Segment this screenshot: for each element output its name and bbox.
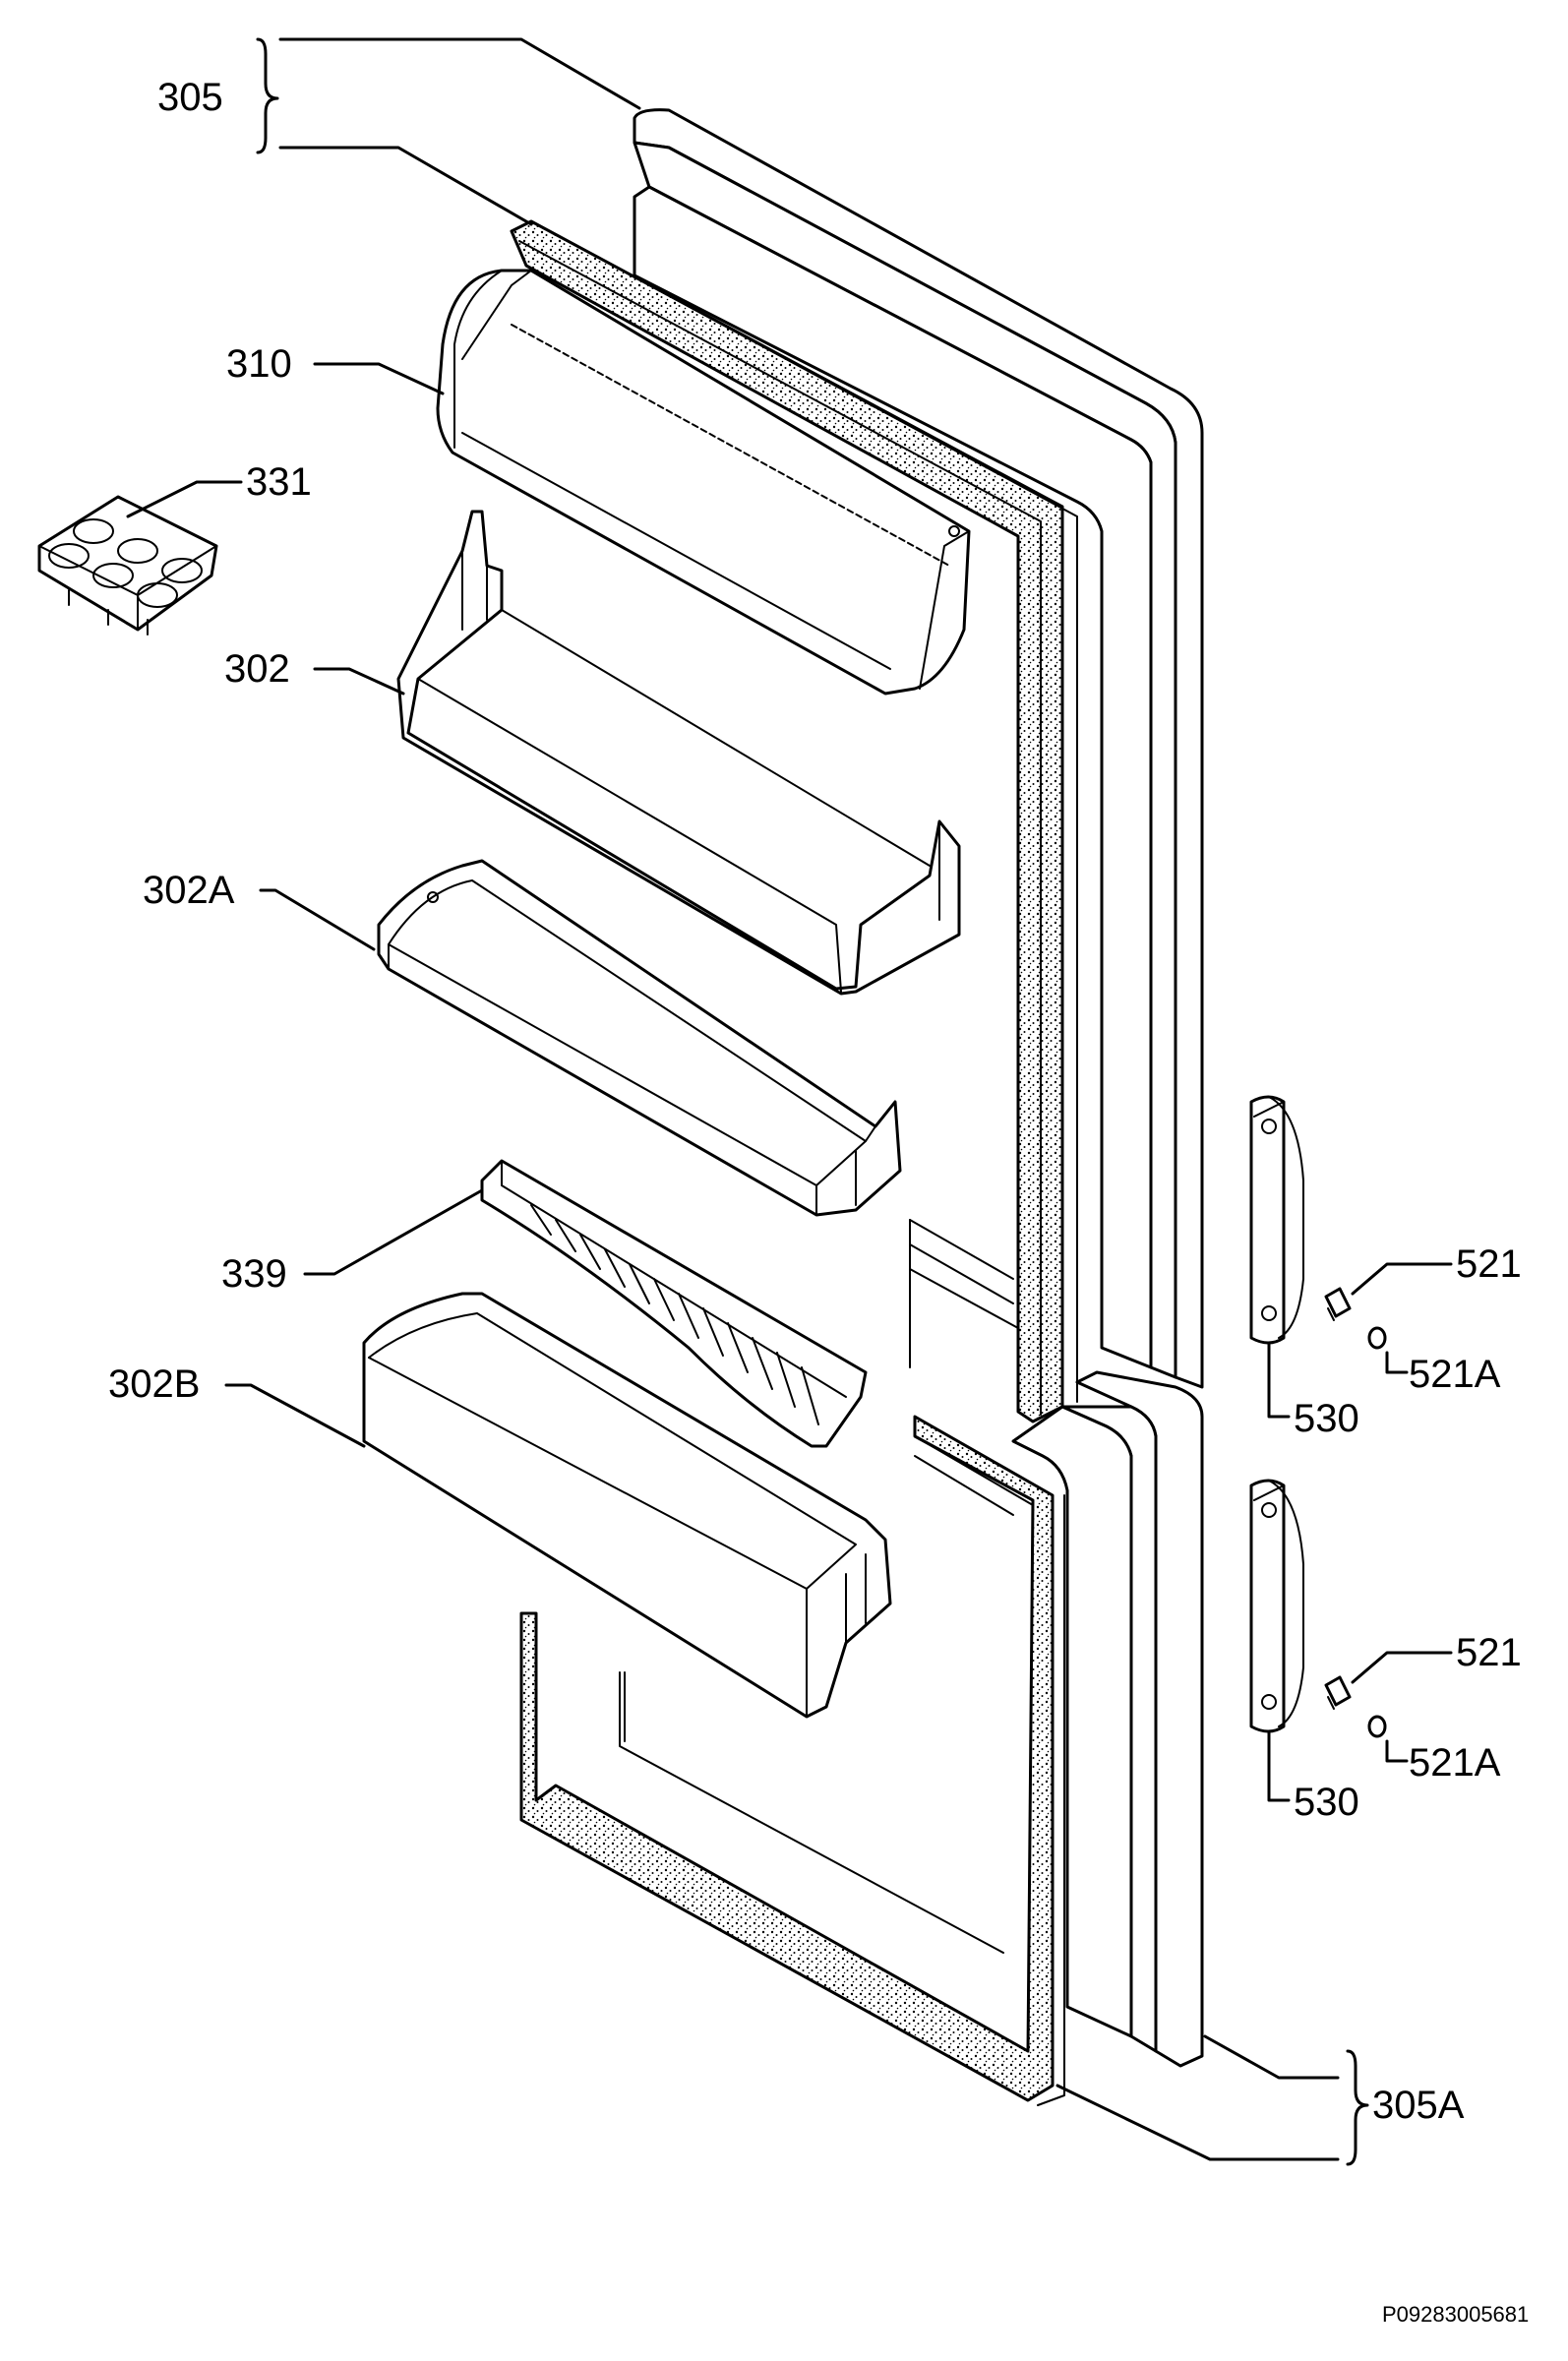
part-331-egg-tray	[37, 495, 218, 636]
label-521a-lower: 521A	[1409, 1741, 1501, 1785]
reference-code: P09283005681	[1382, 2302, 1529, 2327]
part-302b-bottom-shelf	[362, 1292, 892, 1719]
leader-lines	[126, 37, 1453, 2166]
label-305a: 305A	[1372, 2084, 1465, 2127]
part-labels: 305 310 331 302 302A 339 302B 521 521A 5…	[108, 76, 1529, 2327]
part-302a-bottle-shelf	[377, 859, 902, 1217]
label-302: 302	[224, 647, 290, 691]
label-530-upper: 530	[1294, 1397, 1359, 1440]
upper-door-gasket	[510, 219, 1078, 1423]
label-302b: 302B	[108, 1362, 200, 1406]
part-530-lower-handle	[1249, 1479, 1304, 1733]
label-521-upper: 521	[1456, 1242, 1522, 1286]
label-331: 331	[246, 460, 312, 504]
lower-door-inner-panel	[619, 1671, 1004, 1954]
label-521-lower: 521	[1456, 1631, 1522, 1674]
lower-door-panel	[1011, 1370, 1204, 2068]
part-310-dairy-lid	[436, 269, 971, 696]
part-521a-upper-washer	[1367, 1326, 1387, 1350]
part-530-upper-handle	[1249, 1095, 1304, 1345]
label-305: 305	[157, 76, 223, 119]
label-339: 339	[221, 1252, 287, 1296]
label-310: 310	[226, 342, 292, 386]
part-521-upper-screw	[1324, 1287, 1352, 1321]
part-521a-lower-washer	[1367, 1715, 1387, 1738]
label-530-lower: 530	[1294, 1781, 1359, 1824]
lower-door-gasket	[519, 1415, 1065, 2106]
label-521a-upper: 521A	[1409, 1353, 1501, 1396]
label-302a: 302A	[143, 869, 235, 912]
upper-door-panel	[633, 108, 1204, 1389]
upper-door-inner-frame	[909, 1219, 1019, 1368]
part-302-door-shelf	[396, 510, 961, 996]
part-339-shelf-divider	[480, 1159, 868, 1448]
part-521-lower-screw	[1324, 1675, 1352, 1710]
